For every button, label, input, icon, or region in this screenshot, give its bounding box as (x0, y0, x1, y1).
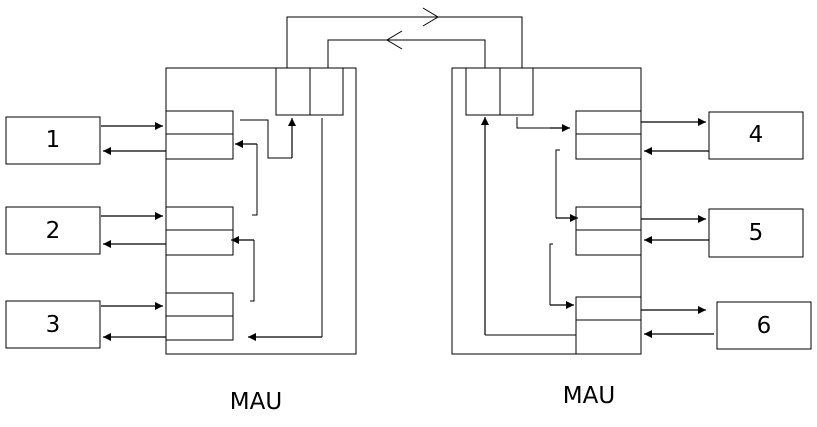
station-2: 2 (5, 206, 101, 255)
station-6-label: 6 (757, 313, 772, 339)
mau-right-label: MAU (563, 383, 615, 409)
station-4: 4 (708, 111, 804, 160)
station-3: 3 (5, 300, 101, 349)
mau-left-port-2 (165, 206, 234, 256)
mau-left-label: MAU (230, 389, 282, 415)
ring-right-arrow-icon (422, 7, 439, 27)
station-3-label: 3 (46, 312, 61, 338)
station-2-label: 2 (46, 218, 61, 244)
station-5: 5 (708, 208, 804, 258)
mau-right-port-4 (575, 110, 642, 160)
ring-cable-top (286, 7, 523, 85)
station-5-label: 5 (749, 220, 764, 246)
station-4-label: 4 (749, 122, 764, 148)
ring-left-arrow-icon (386, 30, 403, 50)
station-1-label: 1 (46, 127, 61, 153)
station-6: 6 (716, 301, 812, 350)
mau-right (451, 67, 642, 355)
mau-right-port-6 (575, 296, 642, 355)
mau-right-port-5 (575, 206, 642, 256)
mau-left-port-1 (165, 110, 234, 160)
station-1: 1 (5, 116, 101, 165)
mau-left (165, 67, 357, 355)
